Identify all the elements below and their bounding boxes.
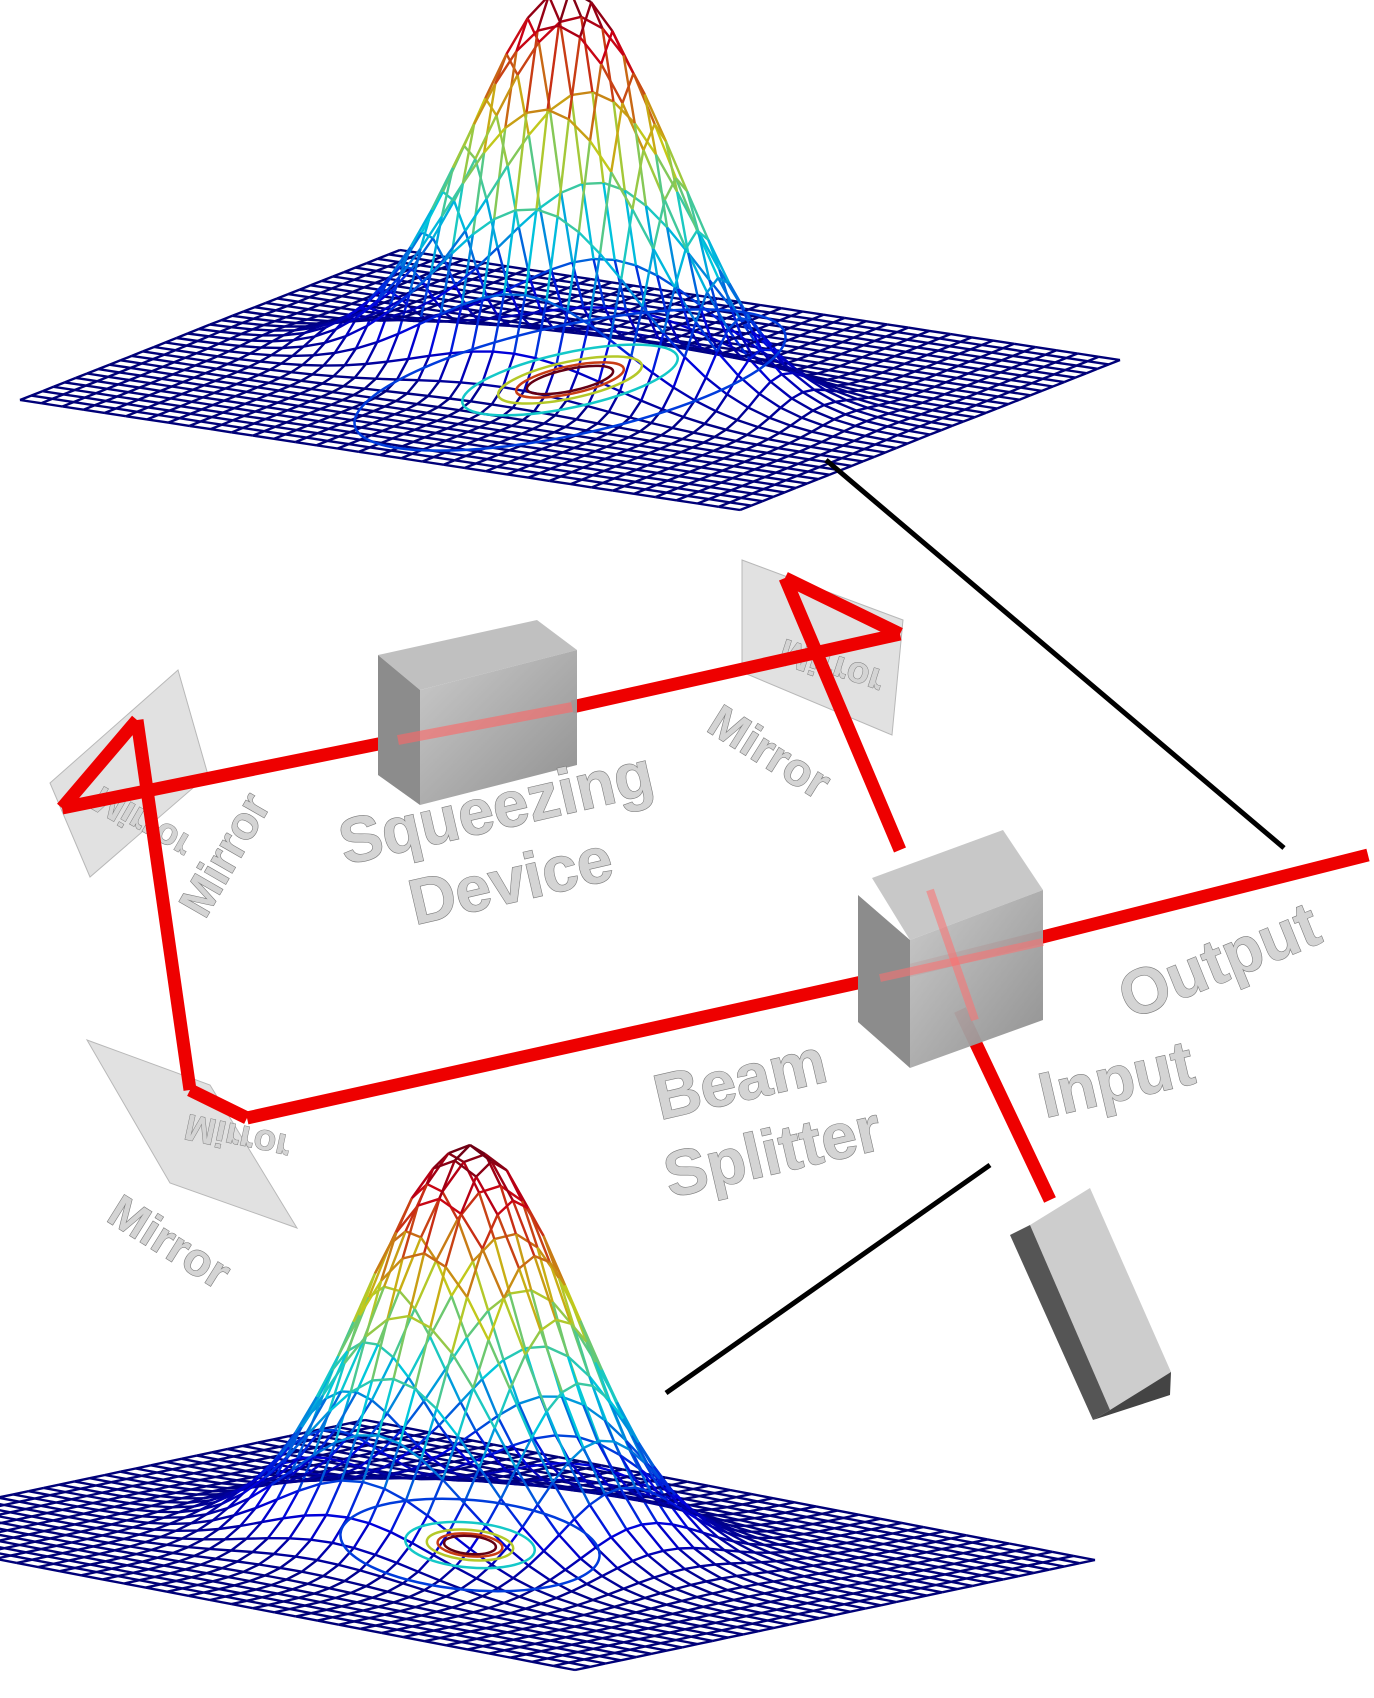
- squeezed-wigner-surface: [19, 0, 1121, 512]
- squeezing-device: [378, 620, 577, 805]
- laser-source: [1010, 1188, 1171, 1420]
- input-label: Input: [1032, 1026, 1201, 1131]
- leader-line-top: [824, 458, 1286, 850]
- beam-splitter-cube: [858, 830, 1044, 1068]
- mirror-left-top: Mirror: [49, 669, 209, 878]
- mirror-label-right-top: Mirror: [700, 694, 840, 809]
- leader-line-bottom: [664, 1162, 992, 1396]
- gaussian-wigner-surface: [0, 1143, 1096, 1672]
- mirror-label-left-top: Mirror: [169, 784, 281, 925]
- mirror-label-left-bottom: Mirror: [100, 1184, 240, 1299]
